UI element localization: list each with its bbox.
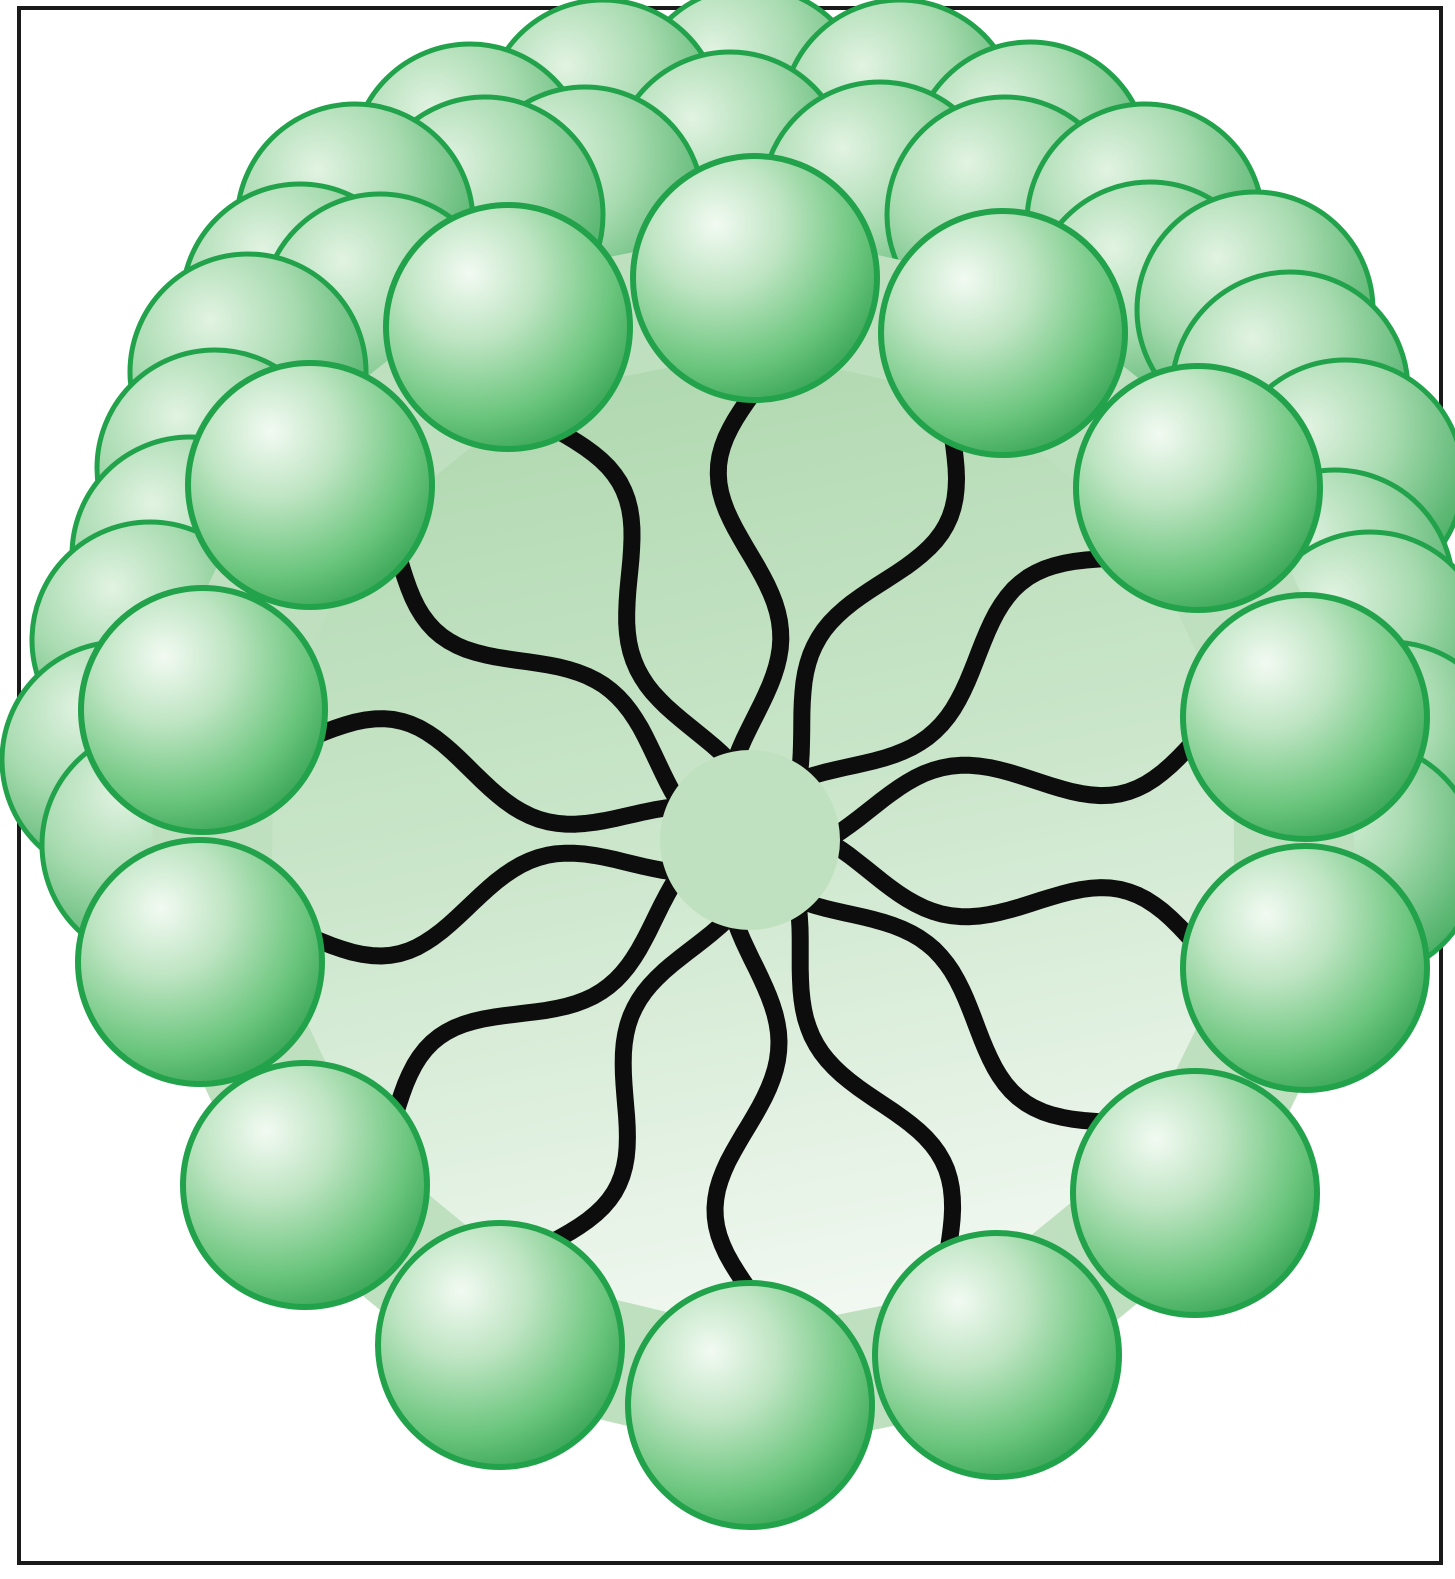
polar-head-group [1076,366,1320,610]
polar-head-group [881,211,1125,455]
polar-head-group [628,1283,872,1527]
hydrophobic-core [660,750,840,930]
polar-head-group [188,363,432,607]
polar-head-group [378,1223,622,1467]
polar-head-group [633,156,877,400]
polar-head-group [875,1233,1119,1477]
polar-head-group [183,1063,427,1307]
polar-head-group [1183,595,1427,839]
polar-head-group [81,588,325,832]
polar-head-group [386,205,630,449]
polar-head-group [78,840,322,1084]
polar-head-group [1183,846,1427,1090]
polar-head-group [1073,1071,1317,1315]
